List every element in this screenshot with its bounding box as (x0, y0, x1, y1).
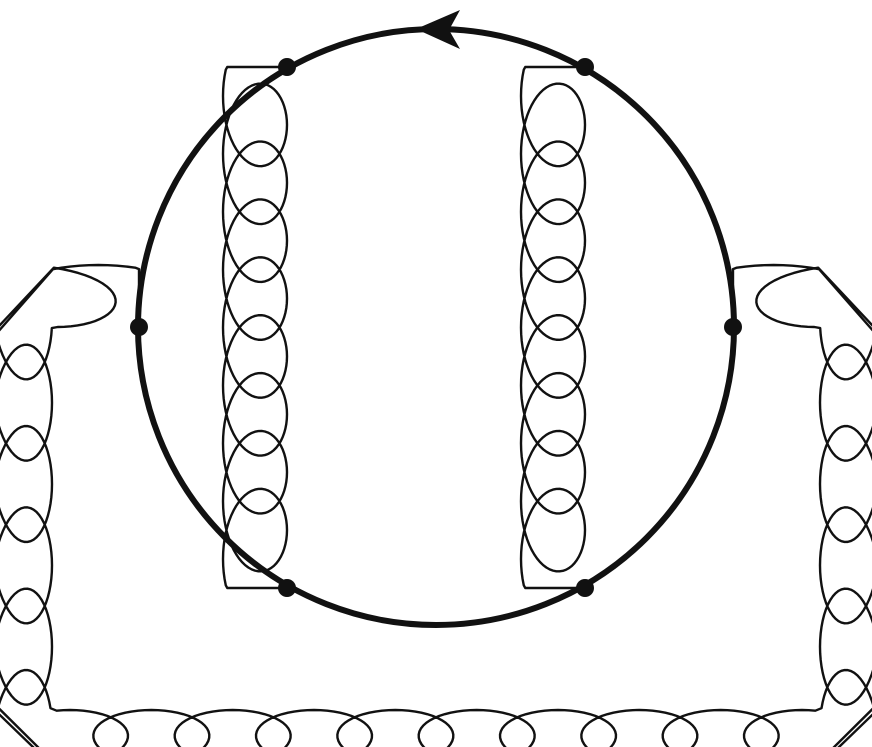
v-left (130, 318, 148, 336)
vertices (130, 58, 742, 597)
v-top-left (278, 58, 296, 76)
v-top-right (576, 58, 594, 76)
v-bottom-left (278, 579, 296, 597)
fermion-arrow-icon (416, 10, 460, 49)
fermion-loop (135, 26, 737, 628)
v-right (724, 318, 742, 336)
v-bottom-right (576, 579, 594, 597)
gluon-inner-right (519, 65, 587, 590)
gluon-inner-left (221, 65, 289, 590)
gluon-outer (0, 263, 872, 747)
gluon-lines (0, 65, 872, 747)
